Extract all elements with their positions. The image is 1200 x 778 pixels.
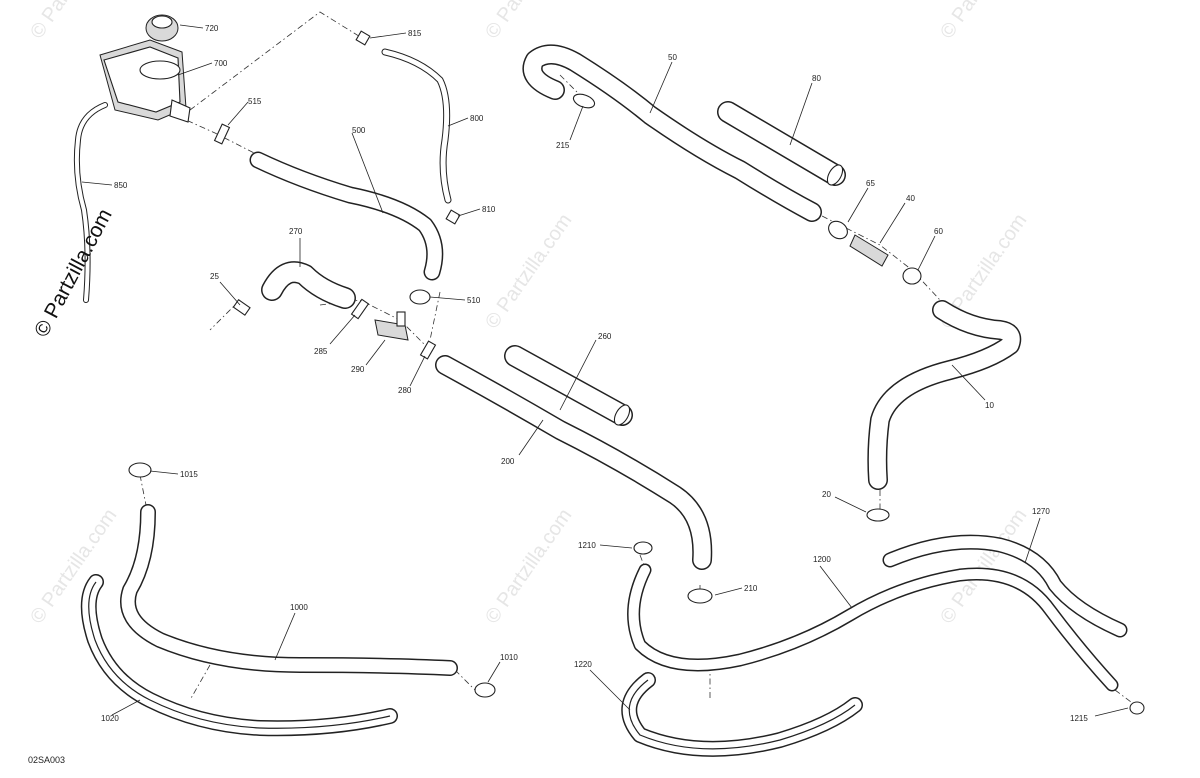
- callout-50: 50: [668, 53, 677, 62]
- callout-270: 270: [289, 227, 303, 236]
- hose-200: [435, 355, 713, 570]
- callout-1000: 1000: [290, 603, 308, 612]
- drawing-code: 02SA003: [28, 755, 66, 765]
- coolant-tank: [99, 39, 191, 123]
- callout-280: 280: [398, 386, 412, 395]
- callout-290: 290: [351, 365, 365, 374]
- callout-285: 285: [314, 347, 328, 356]
- callout-850: 850: [114, 181, 128, 190]
- watermark: © Partzilla.com: [481, 210, 576, 333]
- watermark: © Partzilla.com: [936, 0, 1031, 43]
- hose-1000: [120, 504, 458, 676]
- callout-1200: 1200: [813, 555, 831, 564]
- watermark: © Partzilla.com: [481, 0, 576, 43]
- sleeve-80: [717, 101, 846, 186]
- callout-10: 10: [985, 401, 994, 410]
- callout-60: 60: [934, 227, 943, 236]
- callout-25: 25: [210, 272, 219, 281]
- sleeve-260: [504, 345, 633, 426]
- leader-lines: [81, 24, 1129, 717]
- hose-500: [249, 151, 444, 281]
- tank-cap: [145, 14, 179, 42]
- callout-65: 65: [866, 179, 875, 188]
- watermark: © Partzilla.com: [26, 505, 121, 628]
- callout-215: 215: [556, 141, 570, 150]
- callout-1215: 1215: [1070, 714, 1088, 723]
- callout-700: 700: [214, 59, 228, 68]
- callout-1210: 1210: [578, 541, 596, 550]
- hose-10: [867, 300, 1022, 490]
- callout-210: 210: [744, 584, 758, 593]
- hose-1220: [621, 672, 863, 757]
- callout-80: 80: [812, 74, 821, 83]
- watermark: © Partzilla.com: [26, 0, 121, 43]
- hose-1200: [627, 563, 1119, 692]
- hose-800: [381, 48, 452, 204]
- callout-500: 500: [352, 126, 366, 135]
- watermark: © Partzilla.com: [936, 505, 1031, 628]
- callout-800: 800: [470, 114, 484, 123]
- callout-1270: 1270: [1032, 507, 1050, 516]
- callout-200: 200: [501, 457, 515, 466]
- callout-20: 20: [822, 490, 831, 499]
- callout-labels: 720 700 815 515 800 500 850 810 270 25 5…: [101, 24, 1088, 723]
- hose-850: [73, 102, 108, 303]
- clamps-and-fittings: [128, 30, 1145, 715]
- hose-270: [261, 261, 356, 309]
- watermark: © Partzilla.com: [481, 505, 576, 628]
- hose-1020: [80, 574, 398, 737]
- callout-720: 720: [205, 24, 219, 33]
- hose-50: [522, 44, 822, 222]
- callout-515: 515: [248, 97, 262, 106]
- callout-1015: 1015: [180, 470, 198, 479]
- callout-1220: 1220: [574, 660, 592, 669]
- callout-1020: 1020: [101, 714, 119, 723]
- callout-510: 510: [467, 296, 481, 305]
- callout-260: 260: [598, 332, 612, 341]
- callout-815: 815: [408, 29, 422, 38]
- callout-810: 810: [482, 205, 496, 214]
- callout-1010: 1010: [500, 653, 518, 662]
- callout-40: 40: [906, 194, 915, 203]
